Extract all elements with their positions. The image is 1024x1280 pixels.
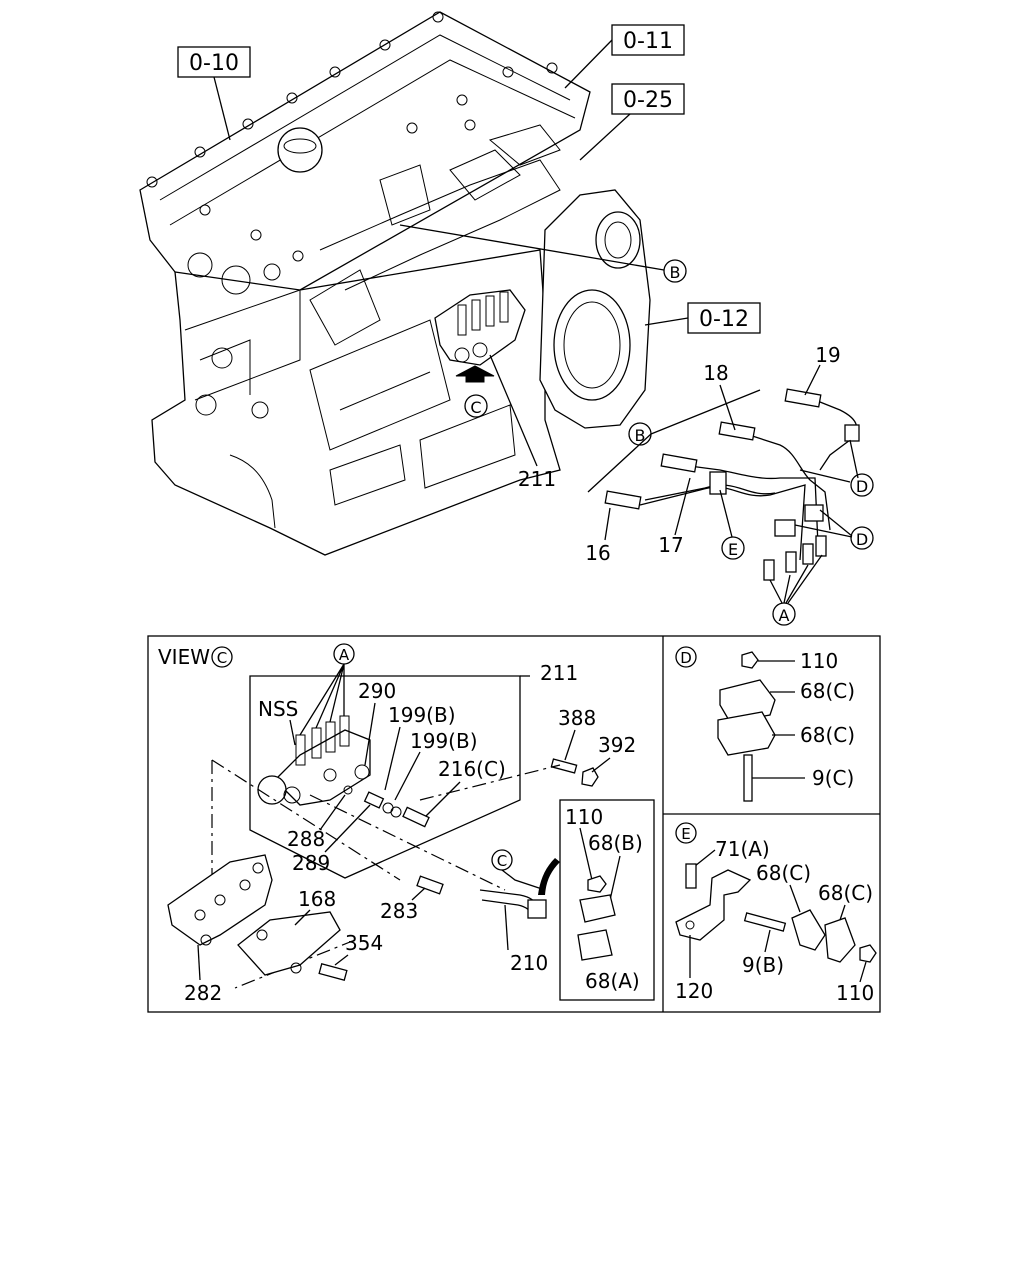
callout-16: 16 xyxy=(585,541,610,565)
marker-b: B xyxy=(663,259,687,283)
svg-text:0-25: 0-25 xyxy=(623,88,673,113)
callout-e-110: 110 xyxy=(836,981,874,1005)
injection-pipes-illustration xyxy=(604,388,860,581)
svg-text:D: D xyxy=(680,649,692,667)
callout-199b-1: 199(B) xyxy=(388,703,456,727)
callout-290: 290 xyxy=(358,679,396,703)
callout-168: 168 xyxy=(298,887,336,911)
callout-d-68c-2: 68(C) xyxy=(800,723,855,747)
view-c-panel: VIEW C 211 A NSS 290 199(B) 199(B) 216(C… xyxy=(158,643,655,1005)
callout-283: 283 xyxy=(380,899,418,923)
svg-text:E: E xyxy=(681,825,690,843)
callout-d-68c-1: 68(C) xyxy=(800,679,855,703)
ref-box-0-10[interactable]: 0-10 xyxy=(177,46,251,78)
marker-e: E xyxy=(721,536,745,560)
callout-392: 392 xyxy=(598,733,636,757)
marker-d-1: D xyxy=(850,473,874,497)
callout-199b-2: 199(B) xyxy=(410,729,478,753)
marker-c: C xyxy=(464,394,488,418)
svg-text:B: B xyxy=(635,426,646,445)
callout-19: 19 xyxy=(815,343,840,367)
callout-inset-68a: 68(A) xyxy=(585,969,640,993)
svg-text:C: C xyxy=(217,649,227,667)
callout-e-68c-1: 68(C) xyxy=(756,861,811,885)
callout-18: 18 xyxy=(703,361,728,385)
marker-a: A xyxy=(772,602,796,626)
marker-b-pipes: B xyxy=(628,422,652,446)
marker-d-2: D xyxy=(850,526,874,550)
callout-e-120: 120 xyxy=(675,979,713,1003)
detail-panels-frame xyxy=(147,635,881,1013)
callout-388: 388 xyxy=(558,706,596,730)
callout-211: 211 xyxy=(518,467,556,491)
ref-box-0-25[interactable]: 0-25 xyxy=(611,83,685,115)
ref-box-0-11[interactable]: 0-11 xyxy=(611,24,685,56)
callout-d-9c: 9(C) xyxy=(812,766,854,790)
callout-288: 288 xyxy=(287,827,325,851)
engine-block-illustration xyxy=(139,11,651,556)
svg-text:A: A xyxy=(339,646,350,664)
svg-text:D: D xyxy=(856,477,868,496)
inset-clamp-box xyxy=(559,799,655,1001)
callout-inset-68b: 68(B) xyxy=(588,831,643,855)
view-c-title: VIEW xyxy=(158,645,210,669)
svg-text:D: D xyxy=(856,530,868,549)
callout-inset-110: 110 xyxy=(565,805,603,829)
callout-d-110: 110 xyxy=(800,649,838,673)
callout-282: 282 xyxy=(184,981,222,1005)
panel-d: D 110 68(C) 68(C) 9(C) xyxy=(675,646,855,802)
svg-text:C: C xyxy=(470,398,481,417)
callout-17: 17 xyxy=(658,533,683,557)
svg-text:B: B xyxy=(670,263,681,282)
callout-354: 354 xyxy=(345,931,383,955)
svg-text:0-10: 0-10 xyxy=(189,51,239,76)
ref-box-0-12[interactable]: 0-12 xyxy=(687,302,761,334)
callout-211-view: 211 xyxy=(540,661,578,685)
callout-nss: NSS xyxy=(258,697,298,721)
svg-text:0-12: 0-12 xyxy=(699,307,749,332)
callout-e-68c-2: 68(C) xyxy=(818,881,873,905)
panel-e: E 71(A) 120 9(B) 68(C) 68(C) 110 xyxy=(675,822,877,1005)
svg-text:0-11: 0-11 xyxy=(623,29,673,54)
callout-289: 289 xyxy=(292,851,330,875)
callout-210: 210 xyxy=(510,951,548,975)
svg-text:A: A xyxy=(779,606,790,625)
callout-e-9b: 9(B) xyxy=(742,953,784,977)
callout-e-71a: 71(A) xyxy=(715,837,770,861)
svg-text:C: C xyxy=(497,852,507,870)
svg-text:E: E xyxy=(728,540,738,559)
callout-216c: 216(C) xyxy=(438,757,506,781)
